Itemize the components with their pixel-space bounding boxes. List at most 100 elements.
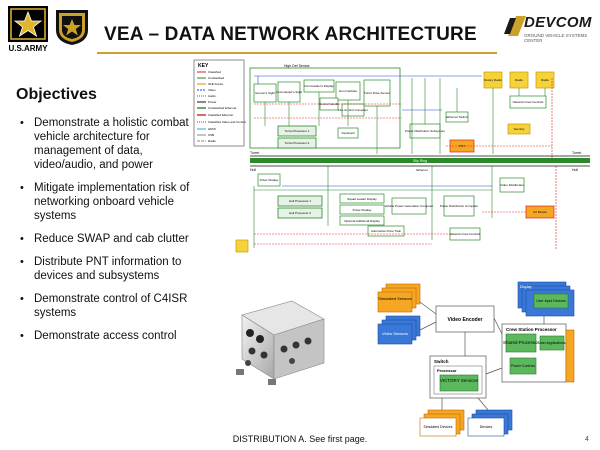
objectives-list: • Demonstrate a holistic combat vehicle a…: [20, 116, 195, 352]
processor-title: Processor: [437, 368, 457, 373]
squad-leader-display-label: Squad Leader Display: [347, 197, 377, 201]
objective-item: • Demonstrate access control: [20, 329, 195, 343]
key-item: USB: [208, 133, 214, 137]
vehicle-power-label: Vehicle Power Generation Computer: [385, 204, 434, 208]
display-stack: Display User Input Devices: [517, 281, 575, 317]
hull-processor-1-label: Hull Processor 1: [289, 199, 311, 203]
key-title: KEY: [198, 63, 209, 69]
security-label: Security: [514, 127, 525, 131]
driver-display-label: Driver Display: [260, 178, 279, 182]
objective-text: Demonstrate access control: [34, 330, 177, 342]
objectives-title: Objectives: [16, 86, 97, 103]
switch-title: Switch: [434, 359, 449, 364]
video-encoder-box: [435, 305, 495, 333]
turret-processor-2-label: Turret Processor 2: [285, 141, 310, 145]
hull-processor-2-label: Hull Processor 2: [289, 211, 311, 215]
bullet-icon: •: [20, 293, 24, 305]
bullet-icon: •: [20, 233, 24, 245]
turret-region: [249, 67, 401, 149]
objective-text: Reduce SWAP and cab clutter: [34, 233, 189, 245]
devices-stack-2-label: Devices: [480, 425, 493, 429]
key-item: SFE Future: [208, 82, 224, 86]
hull-label-right: Hull: [572, 168, 578, 172]
vehicle-hardware-unit-image: [236, 300, 325, 385]
devices-stack-1: Simulated Devices: [419, 409, 465, 437]
devcom-name: DEVCOM: [524, 14, 592, 31]
driver-display-2-label: Driver Display: [353, 208, 372, 212]
key-item: Unclassified Ethernet: [208, 106, 237, 110]
bullet-icon: •: [20, 330, 24, 342]
key-item: HDMI: [208, 127, 216, 131]
key-item: Classified: [208, 70, 221, 74]
keyboard-label: Keyboard: [342, 131, 355, 135]
automotive-label: Automotive Drive Train: [371, 229, 402, 233]
crew-stack-edge: [565, 329, 575, 383]
optional-display-label: Optional Additional Display: [344, 219, 380, 223]
objective-item: • Mitigate implementation risk of network…: [20, 181, 195, 223]
simulated-sensors-stack: Simulated Sensors: [377, 283, 421, 313]
fire-control-label: Fire Control Computer: [338, 108, 368, 112]
commander-sight-label: Commander's Sight: [276, 90, 302, 94]
slip-ring-bar: [250, 158, 590, 163]
power-controls-label: Power Controls: [511, 364, 535, 368]
bullet-icon: •: [20, 256, 24, 268]
display-title: Display: [520, 285, 532, 289]
shared-processor-box: [505, 333, 537, 353]
army-logo-text: U.S.ARMY: [8, 44, 48, 53]
turret-drive-label: Turret Drive Sensor: [364, 91, 390, 95]
key-item: Radio: [208, 139, 216, 143]
key-item: Classified Ethernet: [208, 113, 233, 117]
video-encoder-label: Video Encoder: [448, 317, 483, 323]
video-sensors-label: Video Sensors: [382, 331, 408, 336]
network-architecture-diagram: KEY Classified Unclassified SFE Future V…: [193, 59, 590, 253]
bullet-icon: •: [20, 182, 24, 194]
victory-services-label: VICTORY Services: [440, 378, 479, 383]
commander-display-label: Commander's Display: [304, 84, 334, 88]
key-item: Classified Video and Control: [208, 120, 246, 124]
c2-device-label: C2 Device: [533, 210, 547, 214]
page-number: 4: [585, 436, 589, 443]
objective-text: Mitigate implementation risk of networki…: [34, 182, 190, 222]
network-controls-label: Network Crew Controls: [450, 232, 481, 236]
devcom-logo: [502, 12, 592, 56]
objective-item: • Demonstrate a holistic combat vehicle a…: [20, 116, 195, 172]
objective-item: • Distribute PNT information to devices a…: [20, 255, 195, 283]
crew-station-processor-label: Crew Station Processor: [506, 327, 557, 332]
bullet-icon: •: [20, 117, 24, 129]
radio-3-label: Radio: [541, 78, 549, 82]
gunner-sight-label: Gunner's Sight: [255, 91, 275, 95]
ethernet-switch-label: Ethernet Switch: [446, 115, 467, 119]
user-applications-label: User Applications: [538, 341, 565, 345]
objective-item: • Reduce SWAP and cab clutter: [20, 232, 195, 246]
distribution-footer: DISTRIBUTION A. See first page.: [232, 434, 368, 444]
command-badge-icon: [54, 8, 90, 46]
army-star-icon: [8, 6, 48, 42]
user-applications-box: [539, 335, 565, 351]
data-flow-diagram: Simulated Sensors Video Sensors Video En…: [377, 281, 575, 437]
diagram-key: KEY Classified Unclassified SFE Future V…: [193, 59, 246, 147]
turret-label-right: Turret: [572, 151, 581, 155]
power-distribution-computer-label: Power Distribution Computer: [440, 204, 478, 208]
page-title: VEA – DATA NETWORK ARCHITECTURE: [104, 24, 477, 45]
slip-ring-label: Slip Ring: [413, 159, 427, 163]
simulated-sensors-label: Simulated Sensors: [378, 296, 412, 301]
video-sensors-stack: Video Sensors: [377, 315, 421, 345]
devcom-subtitle: GROUND VEHICLE SYSTEMS CENTER: [524, 33, 588, 43]
key-item: Unclassified: [208, 76, 225, 80]
key-item: Power: [208, 100, 217, 104]
radio-2-label: Radio: [515, 78, 523, 82]
ethernet-label: Ethernet: [416, 168, 428, 172]
objective-text: Demonstrate a holistic combat vehicle ar…: [34, 117, 189, 171]
key-item: Audio: [208, 94, 216, 98]
devices-stack-1-label: Simulated Devices: [424, 425, 453, 429]
power-controls-box: [509, 357, 537, 375]
radio-1-label: Rotary Radio: [484, 78, 502, 82]
user-input-devices-label: User Input Devices: [536, 299, 566, 303]
key-item: Video: [208, 88, 216, 92]
objective-text: Distribute PNT information to devices an…: [34, 256, 182, 282]
turret-processor-1-label: Turret Processor 1: [285, 129, 310, 133]
devices-stack-2: Devices: [467, 409, 513, 437]
high-def-sensor-label: High Def Sensor: [284, 64, 311, 68]
title-rule: [97, 52, 497, 54]
